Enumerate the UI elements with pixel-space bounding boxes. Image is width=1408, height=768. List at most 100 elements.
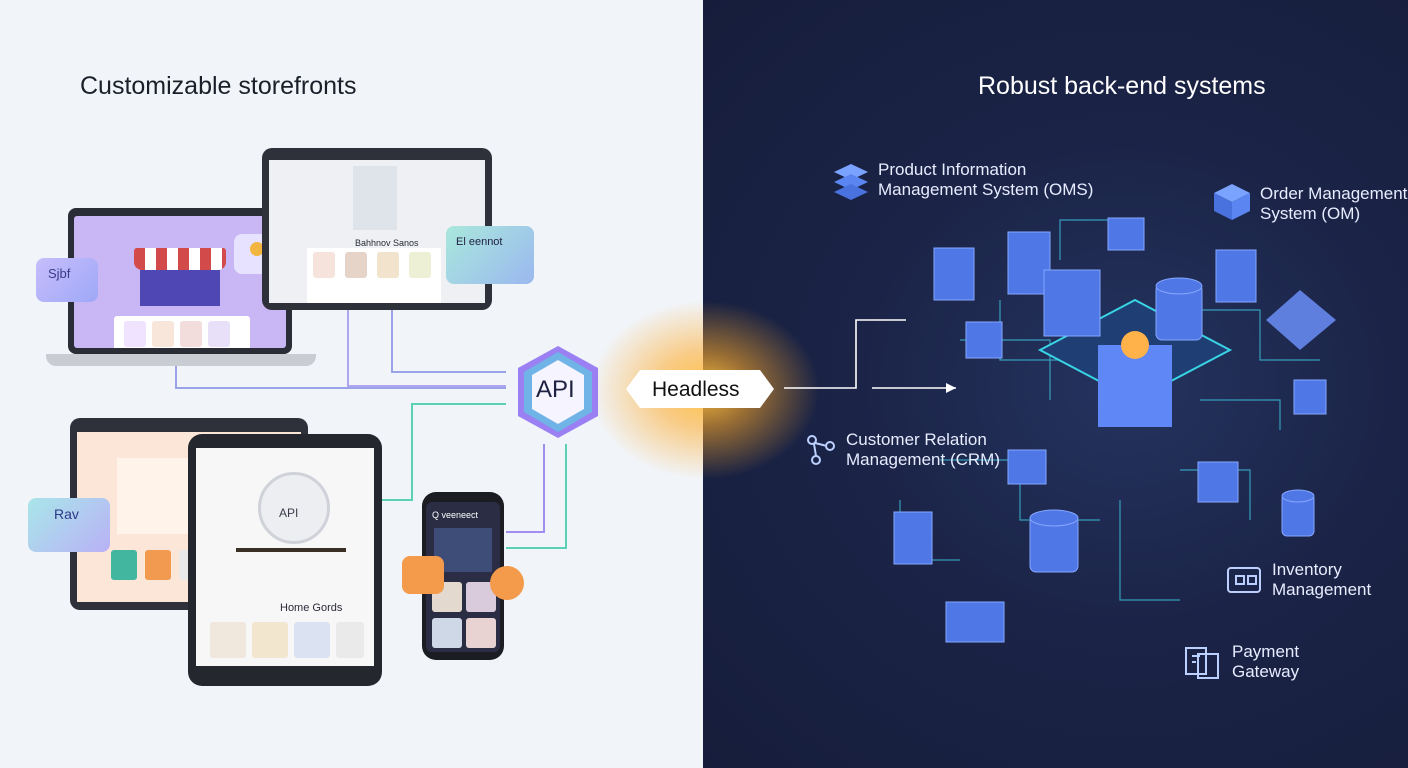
product-card	[432, 618, 462, 648]
server-cube	[1215, 249, 1257, 303]
headless-label: Headless	[652, 378, 740, 401]
server-cube	[965, 321, 1003, 359]
tablet3-section-title: Home Gords	[280, 602, 343, 614]
crm-line1: Customer Relation	[846, 430, 987, 449]
server-cube	[933, 247, 975, 301]
tablet1-product-grid	[307, 248, 441, 303]
database-cylinders	[1029, 277, 1315, 573]
inventory-label: Inventory Management	[1272, 560, 1371, 600]
laptop-base	[46, 354, 316, 366]
tablet3-screen-content: API Home Gords	[196, 448, 374, 666]
api-hex-inner	[532, 360, 584, 424]
product-card	[111, 550, 137, 580]
arrowhead	[946, 383, 956, 393]
payment-line2: Gateway	[1232, 662, 1300, 681]
order-line2: System (OM)	[1260, 204, 1361, 223]
database-top	[1155, 277, 1203, 295]
backend-panel	[703, 0, 1408, 768]
payment-icon	[1185, 647, 1219, 679]
mirror-graphic	[258, 472, 330, 544]
phone-header-text: Q veeneect	[432, 510, 479, 520]
product-card	[345, 252, 367, 278]
server-cube	[1197, 461, 1239, 503]
hero-model-image	[353, 166, 397, 230]
hero-model-image	[117, 458, 191, 534]
cube-icon	[1214, 184, 1250, 220]
laptop-connector	[175, 366, 506, 389]
mirror-api-text: API	[279, 506, 299, 520]
crm-label: Customer Relation Management (CRM)	[846, 430, 1000, 470]
product-card	[377, 252, 399, 278]
laptop-widget-text: Sjbf	[48, 266, 71, 281]
api-hub	[518, 346, 598, 438]
tablet1-connector-b	[391, 310, 506, 373]
database-top	[1029, 509, 1079, 527]
product-card	[208, 321, 230, 347]
server-cube	[945, 601, 1005, 643]
product-card	[210, 622, 246, 658]
pim-line2: Management System (OMS)	[878, 180, 1094, 199]
product-card	[145, 550, 171, 580]
central-core	[1121, 331, 1149, 359]
product-card	[294, 622, 330, 658]
pim-line1: Product Information	[878, 160, 1027, 179]
inventory-icon	[1227, 567, 1261, 593]
headless-box-shape	[626, 370, 774, 408]
server-cube	[1107, 217, 1145, 251]
tablet-device-3: API Home Gords	[188, 434, 382, 686]
backend-title: Robust back-end systems	[978, 72, 1266, 100]
server-cube	[1043, 269, 1101, 337]
phone-connector-a	[506, 444, 545, 533]
product-card	[180, 321, 202, 347]
tablet1-widget: El eennot	[446, 226, 534, 284]
phone-device: Q veeneect	[422, 492, 504, 660]
stack-icon	[834, 164, 868, 200]
product-card	[313, 252, 335, 278]
product-card	[252, 622, 288, 658]
payment-label: Payment Gateway	[1232, 642, 1299, 682]
database-top	[1281, 489, 1315, 503]
product-card	[336, 622, 364, 658]
store-awning	[134, 248, 226, 270]
inventory-line2: Management	[1272, 580, 1372, 599]
order-line1: Order Management	[1260, 184, 1408, 203]
payment-line1: Payment	[1232, 642, 1300, 661]
avatar	[250, 242, 264, 256]
order-management-label: Order Management System (OM)	[1260, 184, 1407, 224]
product-card	[152, 321, 174, 347]
storefronts-title: Customizable storefronts	[80, 72, 357, 100]
laptop-widget: Sjbf	[36, 258, 98, 302]
phone-connector-b	[506, 444, 567, 549]
server-cube	[893, 511, 933, 565]
storefront-window	[140, 270, 220, 306]
server-cube	[1007, 449, 1047, 485]
product-card	[466, 618, 496, 648]
circuit-lines	[899, 219, 1320, 601]
inventory-line1: Inventory	[1272, 560, 1342, 579]
product-card	[124, 321, 146, 347]
tablet1-section-title: Bahhnov Sanos	[355, 238, 419, 248]
table-graphic	[236, 548, 346, 552]
product-card	[409, 252, 431, 278]
tablet1-widget-text: El eennot	[456, 236, 503, 248]
tablet2-widget: Rav	[28, 498, 110, 552]
network-icon	[807, 435, 835, 465]
server-cube	[1293, 379, 1327, 415]
clock-icon	[490, 566, 524, 600]
api-label: API	[536, 376, 575, 403]
headless-arrow-box	[626, 370, 774, 408]
cart-widget	[402, 556, 444, 594]
product-strip	[114, 316, 250, 348]
glass-panel	[1266, 290, 1336, 350]
phone-screen-content: Q veeneect	[426, 502, 500, 652]
tablet3-connector	[382, 403, 506, 501]
headless-connector-a	[784, 319, 906, 389]
pim-label: Product Information Management System (O…	[878, 160, 1093, 200]
tablet1-connector-a	[347, 310, 506, 387]
crm-line2: Management (CRM)	[846, 450, 1000, 469]
server-cube	[1007, 231, 1051, 295]
tablet2-widget-text: Rav	[54, 506, 79, 522]
